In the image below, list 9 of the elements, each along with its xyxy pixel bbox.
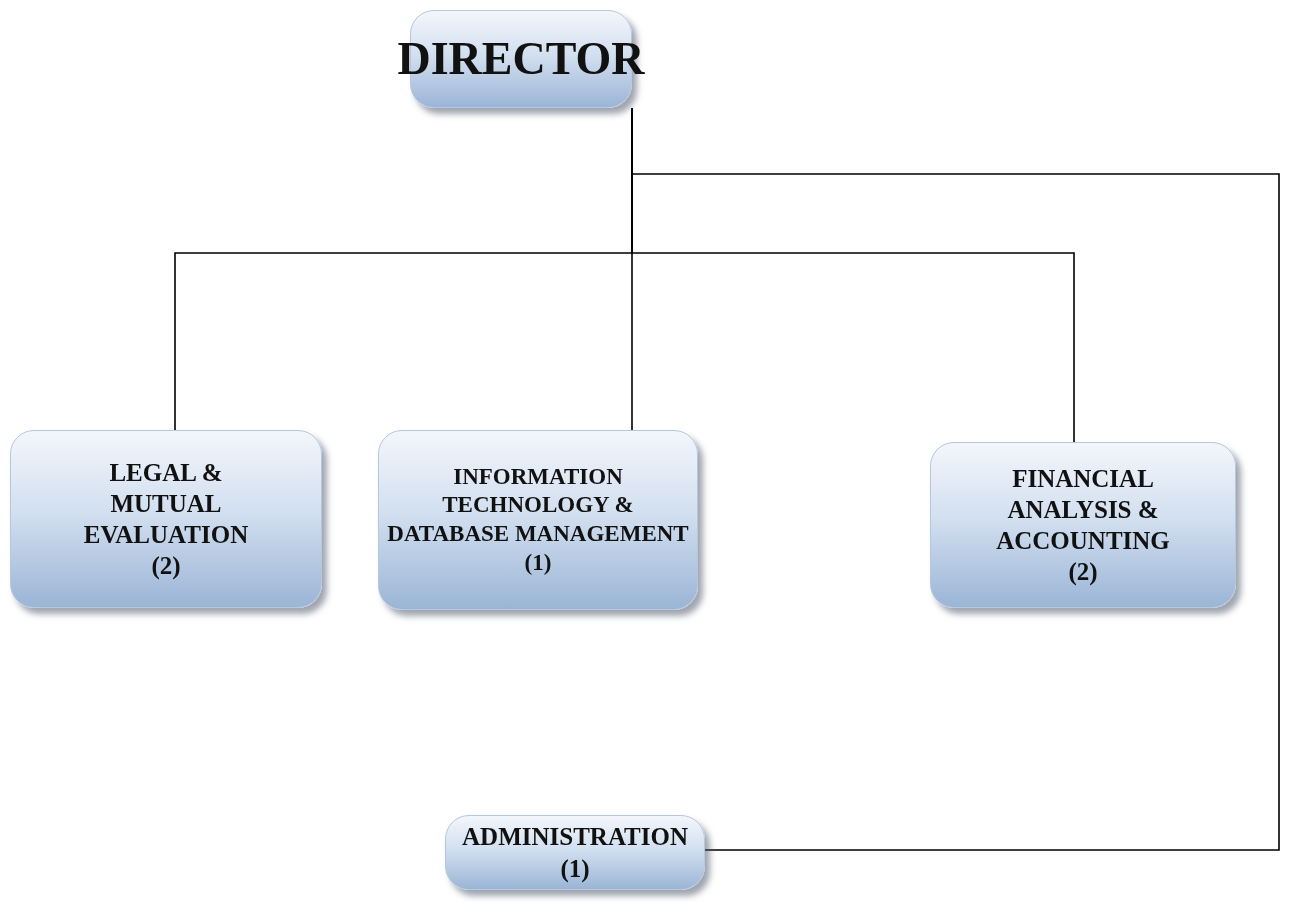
department-label: ADMINISTRATION (1): [461, 822, 689, 884]
department-box: [445, 815, 705, 890]
department-label: FINANCIAL ANALYSIS & ACCOUNTING (2): [995, 463, 1171, 588]
department-box: [10, 430, 322, 608]
role-title: DIRECTOR: [396, 32, 646, 87]
department-box: [378, 430, 698, 610]
department-label: INFORMATION TECHNOLOGY & DATABASE MANAGEMENT (1): [386, 462, 690, 577]
department-box: [930, 442, 1236, 608]
department-label: LEGAL & MUTUAL EVALUATION (2): [82, 457, 250, 582]
